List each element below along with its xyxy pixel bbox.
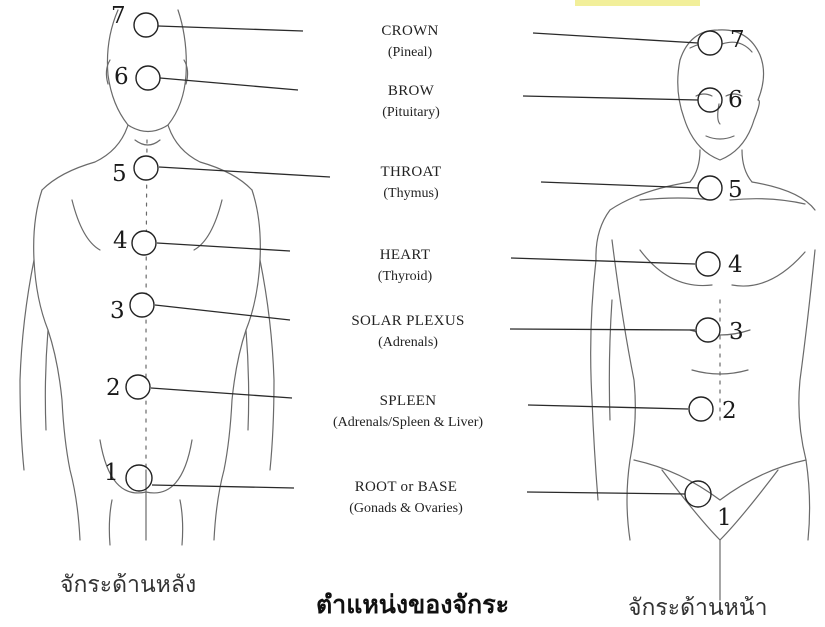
chakra-name: SOLAR PLEXUS xyxy=(288,310,528,332)
back-number-4: 4 xyxy=(113,228,128,254)
chakra-label-heart: HEART (Thyroid) xyxy=(285,244,525,288)
chakra-gland: (Adrenals/Spleen & Liver) xyxy=(288,412,528,434)
chakra-gland: (Thyroid) xyxy=(285,266,525,288)
chakra-gland: (Pineal) xyxy=(290,42,530,64)
back-chakra-7-marker xyxy=(134,13,158,37)
back-chakra-1-marker xyxy=(126,465,152,491)
back-chakra-2-marker xyxy=(126,375,150,399)
chakra-gland: (Adrenals) xyxy=(288,332,528,354)
chakra-name: BROW xyxy=(291,80,531,102)
front-chakra-6-marker xyxy=(698,88,722,112)
back-chakra-4-marker xyxy=(132,231,156,255)
front-number-7: 7 xyxy=(730,27,745,53)
back-number-7: 7 xyxy=(111,3,126,29)
chakra-label-throat: THROAT (Thymus) xyxy=(291,161,531,205)
back-chakra-circles xyxy=(126,13,160,491)
front-figure-sketch xyxy=(591,30,815,600)
front-number-5: 5 xyxy=(728,177,743,203)
front-number-1: 1 xyxy=(717,505,732,531)
front-number-4: 4 xyxy=(728,252,743,278)
chakra-label-brow: BROW (Pituitary) xyxy=(291,80,531,124)
front-number-6: 6 xyxy=(728,87,743,113)
front-connector-lines xyxy=(510,33,698,494)
back-number-1: 1 xyxy=(104,460,119,486)
chakra-label-spleen: SPLEEN (Adrenals/Spleen & Liver) xyxy=(288,390,528,434)
chakra-gland: (Pituitary) xyxy=(291,102,531,124)
front-chakra-3-marker xyxy=(696,318,720,342)
chakra-name: CROWN xyxy=(290,20,530,42)
back-number-2: 2 xyxy=(106,375,121,401)
page-title: ตำแหน่งของจักระ xyxy=(0,585,825,625)
front-chakra-2-marker xyxy=(689,397,713,421)
front-chakra-circles xyxy=(685,31,722,507)
front-number-2: 2 xyxy=(722,398,737,424)
chakra-label-solar-plexus: SOLAR PLEXUS (Adrenals) xyxy=(288,310,528,354)
chakra-label-root: ROOT or BASE (Gonads & Ovaries) xyxy=(286,476,526,520)
back-chakra-5-marker xyxy=(134,156,158,180)
chakra-name: SPLEEN xyxy=(288,390,528,412)
chakra-name: ROOT or BASE xyxy=(286,476,526,498)
chakra-label-crown: CROWN (Pineal) xyxy=(290,20,530,64)
front-number-3: 3 xyxy=(729,319,744,345)
back-number-3: 3 xyxy=(110,298,125,324)
chakra-gland: (Gonads & Ovaries) xyxy=(286,498,526,520)
back-chakra-3-marker xyxy=(130,293,154,317)
front-chakra-5-marker xyxy=(698,176,722,200)
chakra-name: HEART xyxy=(285,244,525,266)
chakra-name: THROAT xyxy=(291,161,531,183)
back-chakra-6-marker xyxy=(136,66,160,90)
back-number-5: 5 xyxy=(112,161,127,187)
chakra-gland: (Thymus) xyxy=(291,183,531,205)
front-chakra-4-marker xyxy=(696,252,720,276)
back-number-6: 6 xyxy=(114,64,129,90)
front-chakra-7-marker xyxy=(698,31,722,55)
